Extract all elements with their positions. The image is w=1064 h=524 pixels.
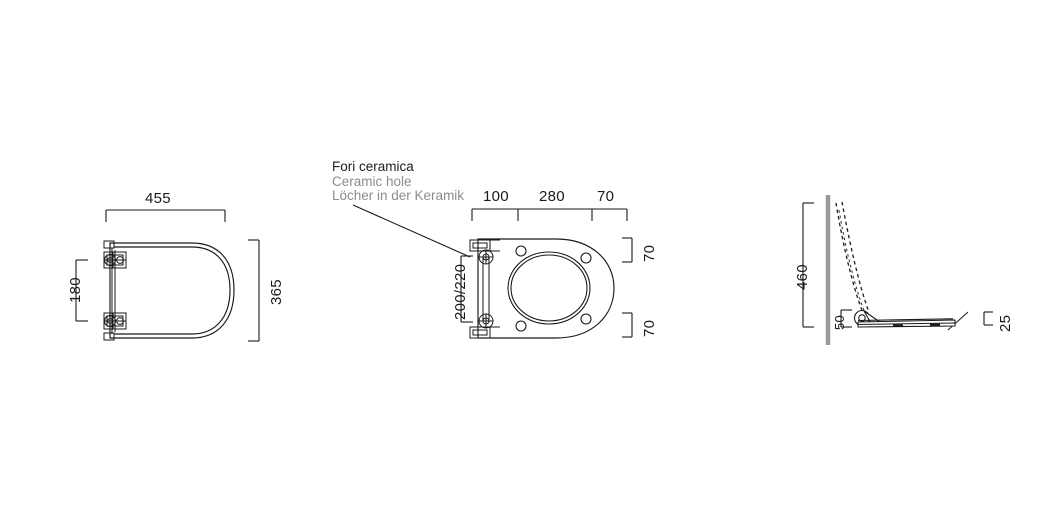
dim-50-line — [840, 309, 852, 328]
dim-label-25: 25 — [997, 314, 1014, 332]
dim-25-line — [947, 311, 993, 331]
ceramic-hole-note: Fori ceramica Ceramic hole Löcher in der… — [332, 159, 465, 204]
dim-label-70-top-chain: 70 — [597, 188, 615, 205]
ceramic-hole-lower-left — [515, 320, 527, 332]
dim-460-line — [802, 202, 814, 328]
dim-70-bottom-line — [622, 312, 633, 338]
dim-label-50: 50 — [832, 314, 847, 330]
note-line-italian: Fori ceramica — [332, 159, 414, 174]
hinge-bar-plan-view — [482, 257, 490, 321]
dim-70-top-line — [622, 237, 633, 263]
seat-buffer-marks — [893, 323, 940, 327]
hinge-bracket-upper-plan — [469, 239, 500, 265]
seat-outline-top-view — [109, 242, 235, 339]
dim-label-460: 460 — [794, 264, 811, 290]
dim-180-line — [75, 259, 88, 322]
lid-open-phantom — [835, 201, 870, 314]
hinge-bracket-lower-plan — [469, 313, 500, 339]
ceramic-hole-upper-left — [515, 245, 527, 257]
ceramic-hole-lower-right — [580, 313, 592, 325]
note-leader-line — [352, 204, 471, 258]
note-line-english: Ceramic hole — [332, 173, 412, 189]
dim-455-line — [105, 209, 226, 222]
hinge-lower-top-view — [103, 312, 127, 341]
dim-365-line — [248, 239, 260, 342]
note-line-german: Löcher in der Keramik — [332, 188, 465, 203]
dim-chain-top — [471, 208, 628, 221]
dim-label-100: 100 — [483, 188, 509, 205]
seat-profile-side — [857, 318, 956, 328]
dim-label-455: 455 — [145, 190, 171, 207]
dim-label-280: 280 — [539, 188, 565, 205]
hinge-upper-top-view — [103, 240, 127, 269]
ceramic-hole-upper-right — [580, 252, 592, 264]
seat-ring-outline — [477, 238, 615, 339]
dim-200-220-line — [460, 255, 473, 323]
lid-open-phantom-hatch — [838, 209, 866, 314]
seat-ring-aperture — [507, 251, 591, 325]
